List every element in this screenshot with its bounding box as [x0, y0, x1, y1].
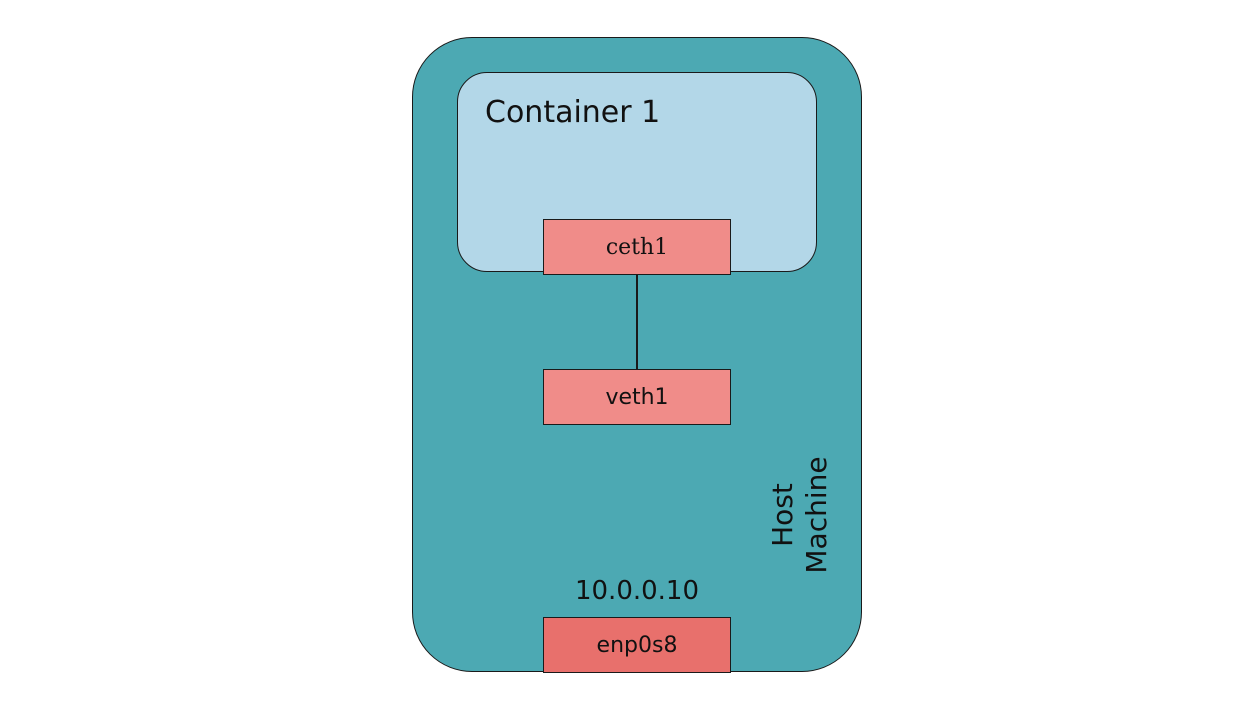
interface-veth1: veth1	[543, 369, 731, 425]
interface-ceth1: ceth1	[543, 219, 731, 275]
interface-label: enp0s8	[596, 632, 678, 658]
interface-label: veth1	[605, 384, 669, 410]
host-label-line1: Host	[766, 483, 799, 547]
container-title: Container 1	[485, 95, 661, 130]
host-machine-label: Host Machine	[760, 450, 840, 580]
interface-enp0s8: enp0s8	[543, 617, 731, 673]
enp0s8-ip-address: 10.0.0.10	[574, 576, 700, 606]
ceth1-veth1-link	[636, 275, 638, 369]
interface-label: ceth1	[605, 234, 669, 260]
host-label-line2: Machine	[800, 456, 833, 574]
